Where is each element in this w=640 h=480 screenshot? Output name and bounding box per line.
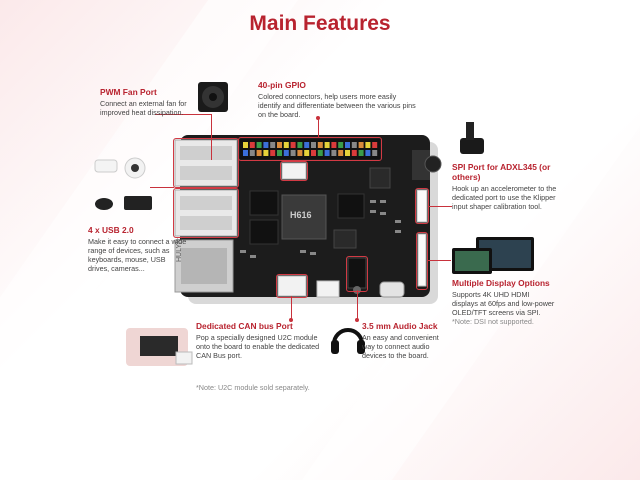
feature-desc: Hook up an accelerometer to the dedicate… [452, 184, 557, 211]
brand-label: HULYN [176, 238, 183, 262]
highlight-display [416, 232, 428, 290]
feature-desc: Make it easy to connect a wide range of … [88, 237, 187, 273]
gpio-pin [338, 150, 344, 156]
highlight-audio [346, 256, 368, 292]
gpio-pin [256, 150, 262, 156]
gpio-pin [243, 142, 248, 148]
feature-gpio: 40-pin GPIO Colored connectors, help use… [258, 80, 418, 119]
gpio-pin [345, 142, 350, 148]
gpio-pin [345, 150, 350, 156]
gpio-pin [283, 150, 289, 156]
gpio-pin [249, 142, 255, 148]
feature-title: 40-pin GPIO [258, 80, 306, 90]
gpio-pin [358, 142, 364, 148]
gpio-pin [277, 142, 282, 148]
leader-dot [316, 116, 320, 120]
gpio-pin [297, 142, 303, 148]
gpio-pin [365, 142, 371, 148]
feature-pwm-fan: PWM Fan Port Connect an external fan for… [100, 87, 195, 117]
gpio-pin [331, 150, 337, 156]
feature-title: PWM Fan Port [100, 87, 157, 97]
leader-gpio [318, 118, 319, 138]
leader-spi [428, 206, 452, 207]
chip-label: H616 [290, 210, 312, 220]
leader-pwm [211, 114, 212, 160]
gpio-pin [365, 150, 371, 156]
leader-dot [355, 318, 359, 322]
gpio-pin [263, 142, 269, 148]
gpio-pin [324, 150, 330, 156]
gpio-pin [311, 142, 316, 148]
highlight-usb-bottom [173, 188, 239, 238]
gpio-pin [297, 150, 303, 156]
gpio-pin [317, 142, 323, 148]
feature-audio: 3.5 mm Audio Jack An easy and convenient… [362, 321, 452, 360]
gpio-pin [270, 150, 276, 156]
gpio-pin [270, 142, 276, 148]
feature-desc: Colored connectors, help users more easi… [258, 92, 416, 119]
feature-title: 3.5 mm Audio Jack [362, 321, 438, 331]
feature-can-note: *Note: U2C module sold separately. [196, 383, 310, 392]
gpio-pin [372, 142, 378, 148]
gpio-pin [256, 142, 262, 148]
gpio-pin [351, 142, 357, 148]
gpio-pin [304, 150, 310, 156]
feature-title: 4 x USB 2.0 [88, 225, 134, 235]
feature-can: Dedicated CAN bus Port Pop a specially d… [196, 321, 321, 360]
gpio-pin [283, 142, 289, 148]
gpio-pin [290, 142, 296, 148]
gpio-pin [331, 142, 337, 148]
feature-note: *Note: DSI not supported. [452, 317, 534, 326]
gpio-pin [243, 150, 248, 156]
highlight-fan-port [280, 161, 308, 181]
gpio-pin [304, 142, 310, 148]
feature-desc: Pop a specially designed U2C module onto… [196, 333, 320, 360]
feature-title: SPI Port for ADXL345 (or others) [452, 162, 551, 182]
gpio-pin [351, 150, 357, 156]
gpio-pin [358, 150, 364, 156]
feature-desc: An easy and convenient way to connect au… [362, 333, 439, 360]
gpio-pin [338, 142, 344, 148]
gpio-pin [263, 150, 269, 156]
leader-usb [150, 187, 174, 188]
leader-dot [289, 318, 293, 322]
highlight-usb-top [173, 138, 239, 188]
highlight-can [276, 274, 308, 298]
gpio-pin [324, 142, 330, 148]
highlight-spi [415, 188, 429, 224]
gpio-pin [317, 150, 323, 156]
gpio-pin [277, 150, 282, 156]
gpio-pin [290, 150, 296, 156]
leader-can [291, 296, 292, 320]
feature-title: Multiple Display Options [452, 278, 550, 288]
highlight-gpio [238, 137, 382, 161]
feature-desc: Connect an external fan for improved hea… [100, 99, 187, 117]
leader-pwm [155, 114, 211, 115]
feature-title: Dedicated CAN bus Port [196, 321, 293, 331]
gpio-pin [311, 150, 316, 156]
gpio-pin [372, 150, 378, 156]
gpio-pin [249, 150, 255, 156]
feature-desc: Supports 4K UHD HDMI displays at 60fps a… [452, 290, 555, 317]
leader-display [427, 260, 451, 261]
feature-spi: SPI Port for ADXL345 (or others) Hook up… [452, 162, 564, 211]
feature-display: Multiple Display Options Supports 4K UHD… [452, 278, 557, 326]
feature-usb: 4 x USB 2.0 Make it easy to connect a wi… [88, 225, 188, 273]
page-title: Main Features [249, 12, 391, 35]
leader-audio [357, 290, 358, 320]
